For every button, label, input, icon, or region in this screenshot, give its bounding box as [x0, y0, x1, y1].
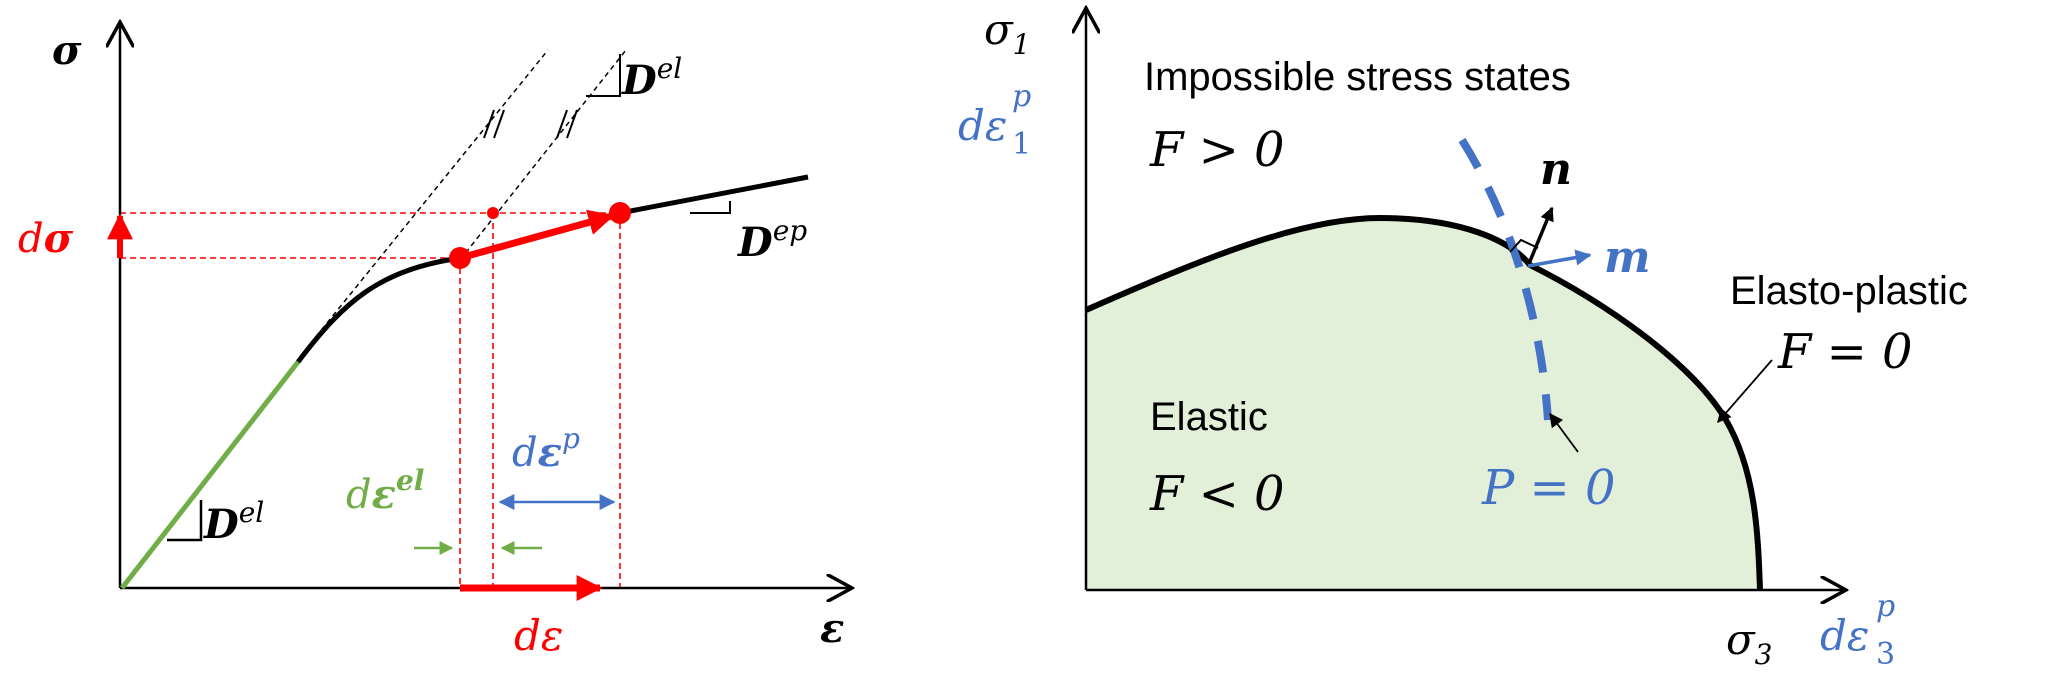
start-point — [449, 247, 471, 269]
elastic-eq: F < 0 — [1149, 466, 1285, 522]
deps3p-sup: p — [1876, 589, 1895, 624]
del-label-bottom: Del — [203, 496, 264, 548]
deps-el-label: dεel — [346, 464, 424, 518]
deps1p-sub: 1 — [1012, 127, 1031, 162]
elastic-guide-line-2 — [459, 49, 627, 261]
potential-pointer — [1549, 412, 1579, 453]
deps1p-sup: p — [1012, 79, 1031, 114]
deps3p-label: dε — [1820, 611, 1869, 660]
end-point — [609, 202, 631, 224]
red-construction-lines — [120, 212, 621, 588]
right-panel: σ1 σ3 dε p 1 dε p 3 Impossible stress st… — [958, 5, 1968, 672]
left-y-axis-label: σ — [52, 27, 82, 74]
elastoplastic-eq: F = 0 — [1777, 324, 1913, 380]
right-x-axis-label: σ3 — [1726, 615, 1773, 671]
dep-label: Dep — [737, 214, 807, 266]
elastic-guide-line-1 — [309, 49, 549, 345]
slope-triangle-del-top — [586, 54, 621, 97]
left-x-axis-label: ε — [820, 605, 844, 652]
depsilon-label: dε — [514, 611, 563, 660]
elastoplastic-pointer — [1717, 359, 1773, 424]
stress-increment-arrow — [459, 209, 615, 262]
elastic-segment — [120, 360, 300, 590]
right-angle-mark — [1509, 238, 1539, 253]
left-panel: σ ε dσ dε dεel dεp Del Del Dep — [18, 22, 852, 660]
elastoplastic-label: Elasto-plastic — [1730, 269, 1968, 313]
dsigma-label: dσ — [18, 215, 74, 262]
elastic-trial-point — [487, 207, 499, 219]
impossible-eq: F > 0 — [1149, 122, 1285, 178]
impossible-label: Impossible stress states — [1144, 55, 1571, 99]
deps3p-sub: 3 — [1876, 637, 1895, 672]
plastic-potential-curve — [1458, 137, 1552, 421]
right-y-axis-label: σ1 — [984, 5, 1031, 61]
slope-triangle-dep — [690, 201, 731, 214]
normal-vector-n — [1526, 206, 1554, 267]
slope-triangle-del-bottom — [167, 500, 203, 542]
parallel-marks-icon — [483, 109, 578, 139]
flow-vector-m — [1527, 249, 1592, 268]
del-label-top: Del — [621, 52, 682, 104]
normal-n-label: n — [1540, 144, 1572, 195]
elastic-region — [1086, 218, 1760, 590]
flow-m-label: m — [1604, 232, 1651, 283]
elastoplastic-curve — [296, 174, 809, 364]
deps-p-label: dεp — [512, 422, 580, 476]
elastic-label: Elastic — [1150, 395, 1268, 439]
deps1p-label: dε — [958, 101, 1007, 150]
potential-eq: P = 0 — [1481, 460, 1616, 516]
